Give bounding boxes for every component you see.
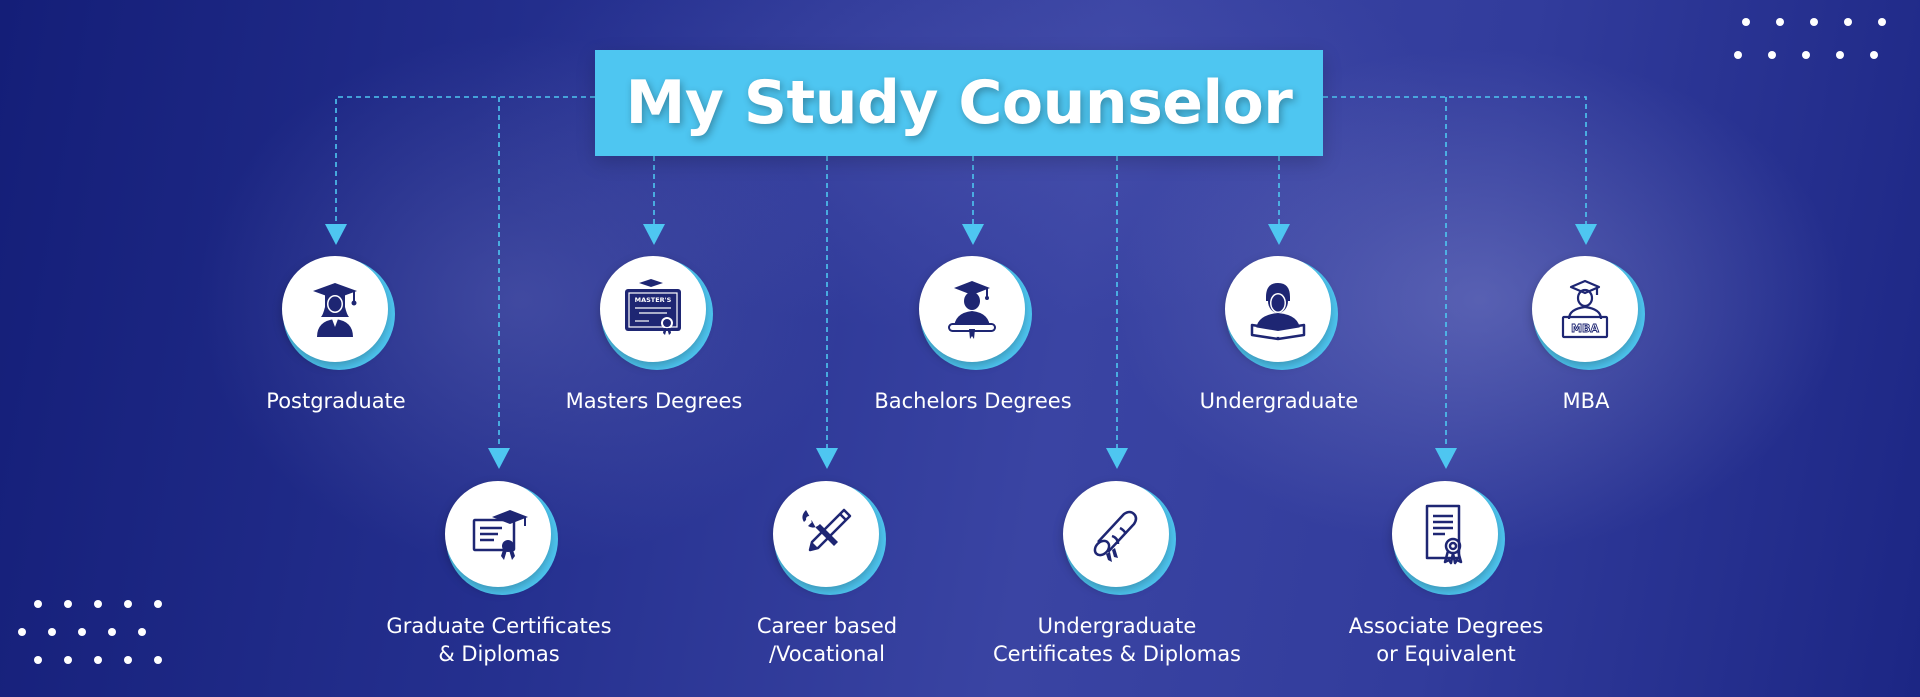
node-mba: MBA MBA <box>1446 253 1726 415</box>
node-label: Masters Degrees <box>565 389 743 413</box>
masters-certificate-icon: MASTER'S <box>625 279 681 335</box>
node-associate-degrees: Associate Degrees or Equivalent <box>1306 478 1586 668</box>
wrench-pencil-icon <box>802 508 852 552</box>
node-label: Associate Degrees <box>1348 614 1544 638</box>
node-bachelors-degrees: Bachelors Degrees <box>833 253 1113 415</box>
node-label: Graduate Certificates <box>386 614 612 638</box>
node-label: Bachelors Degrees <box>874 389 1072 413</box>
icon-label-masters: MASTER'S <box>635 296 672 304</box>
certificate-with-cap-icon <box>472 510 528 560</box>
node-label: Postgraduate <box>266 389 406 413</box>
node-label-line2: or Equivalent <box>1376 642 1516 666</box>
decorative-dots-top-right <box>1734 18 1912 59</box>
icon-label-mba: MBA <box>1571 322 1599 335</box>
node-label-line2: /Vocational <box>768 642 885 666</box>
student-reading-icon <box>1250 283 1306 341</box>
node-label: Undergraduate <box>1037 614 1197 638</box>
title-banner: My Study Counselor <box>595 50 1323 156</box>
document-award-icon <box>1425 504 1463 565</box>
mba-graduate-icon: MBA <box>1561 279 1609 339</box>
diploma-scroll-icon <box>1093 510 1138 562</box>
decorative-dots-bottom-left <box>18 600 184 664</box>
node-label-line2: & Diplomas <box>438 642 560 666</box>
node-label: Undergraduate <box>1199 389 1359 413</box>
node-label-line2: Certificates & Diplomas <box>992 642 1242 666</box>
node-masters-degrees: MASTER'S Masters Degrees <box>514 253 794 415</box>
node-postgraduate: Postgraduate <box>196 253 476 415</box>
node-label: MBA <box>1562 389 1610 413</box>
node-career-vocational: Career based /Vocational <box>687 478 967 668</box>
page-title: My Study Counselor <box>625 68 1293 138</box>
node-undergraduate: Undergraduate <box>1139 253 1419 415</box>
graduate-woman-icon <box>313 283 357 337</box>
node-graduate-certificates: Graduate Certificates & Diplomas <box>359 478 639 668</box>
graduate-with-diploma-icon <box>948 281 996 339</box>
node-undergraduate-certificates: Undergraduate Certificates & Diplomas <box>977 478 1257 668</box>
node-label: Career based <box>756 614 898 638</box>
